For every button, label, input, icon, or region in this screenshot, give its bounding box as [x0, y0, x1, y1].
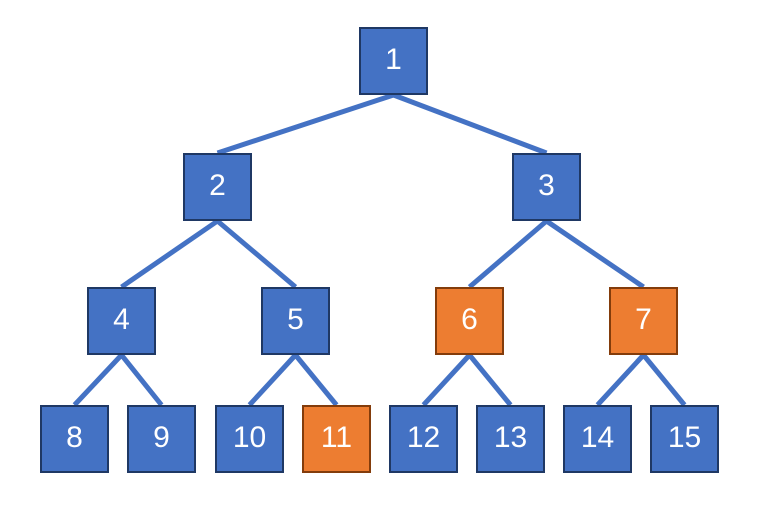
tree-edge-3-6 — [467, 219, 549, 289]
tree-node-11[interactable]: 11 — [302, 405, 371, 473]
tree-edge-2-4 — [120, 218, 219, 290]
tree-node-label: 3 — [538, 169, 555, 202]
tree-edge-3-7 — [545, 218, 645, 290]
tree-node-5[interactable]: 5 — [261, 287, 330, 355]
tree-node-label: 14 — [580, 421, 615, 454]
tree-node-10[interactable]: 10 — [215, 405, 284, 473]
tree-node-label: 6 — [461, 303, 478, 336]
tree-node-13[interactable]: 13 — [476, 405, 545, 473]
tree-edge-4-8 — [72, 353, 124, 407]
tree-node-label: 8 — [66, 421, 83, 454]
tree-node-9[interactable]: 9 — [127, 405, 196, 473]
tree-edge-4-9 — [119, 353, 164, 407]
tree-node-label: 15 — [667, 421, 702, 454]
tree-node-1[interactable]: 1 — [359, 27, 428, 95]
tree-node-label: 1 — [385, 43, 402, 76]
tree-node-label: 4 — [113, 303, 130, 336]
tree-node-14[interactable]: 14 — [563, 405, 632, 473]
tree-edge-7-15 — [641, 353, 687, 407]
tree-node-4[interactable]: 4 — [87, 287, 156, 355]
tree-node-label: 13 — [493, 421, 528, 454]
tree-edge-5-10 — [247, 353, 298, 407]
tree-node-label: 5 — [287, 303, 304, 336]
tree-node-label: 2 — [209, 169, 226, 202]
tree-node-label: 11 — [320, 421, 353, 454]
tree-node-label: 9 — [153, 421, 170, 454]
tree-edge-1-2 — [216, 92, 395, 156]
tree-edge-7-14 — [595, 353, 646, 407]
tree-node-12[interactable]: 12 — [389, 405, 458, 473]
tree-node-6[interactable]: 6 — [435, 287, 504, 355]
tree-node-2[interactable]: 2 — [183, 153, 252, 221]
tree-node-3[interactable]: 3 — [512, 153, 581, 221]
tree-edge-6-12 — [421, 353, 472, 407]
tree-node-7[interactable]: 7 — [609, 287, 678, 355]
tree-edge-1-3 — [392, 92, 548, 156]
tree-node-label: 12 — [406, 421, 441, 454]
tree-node-15[interactable]: 15 — [650, 405, 719, 473]
tree-edge-5-11 — [293, 353, 339, 407]
tree-edge-6-13 — [467, 353, 513, 407]
tree-edge-2-5 — [215, 219, 298, 289]
tree-node-8[interactable]: 8 — [40, 405, 109, 473]
tree-node-label: 7 — [635, 303, 652, 336]
tree-node-label: 10 — [232, 421, 267, 454]
